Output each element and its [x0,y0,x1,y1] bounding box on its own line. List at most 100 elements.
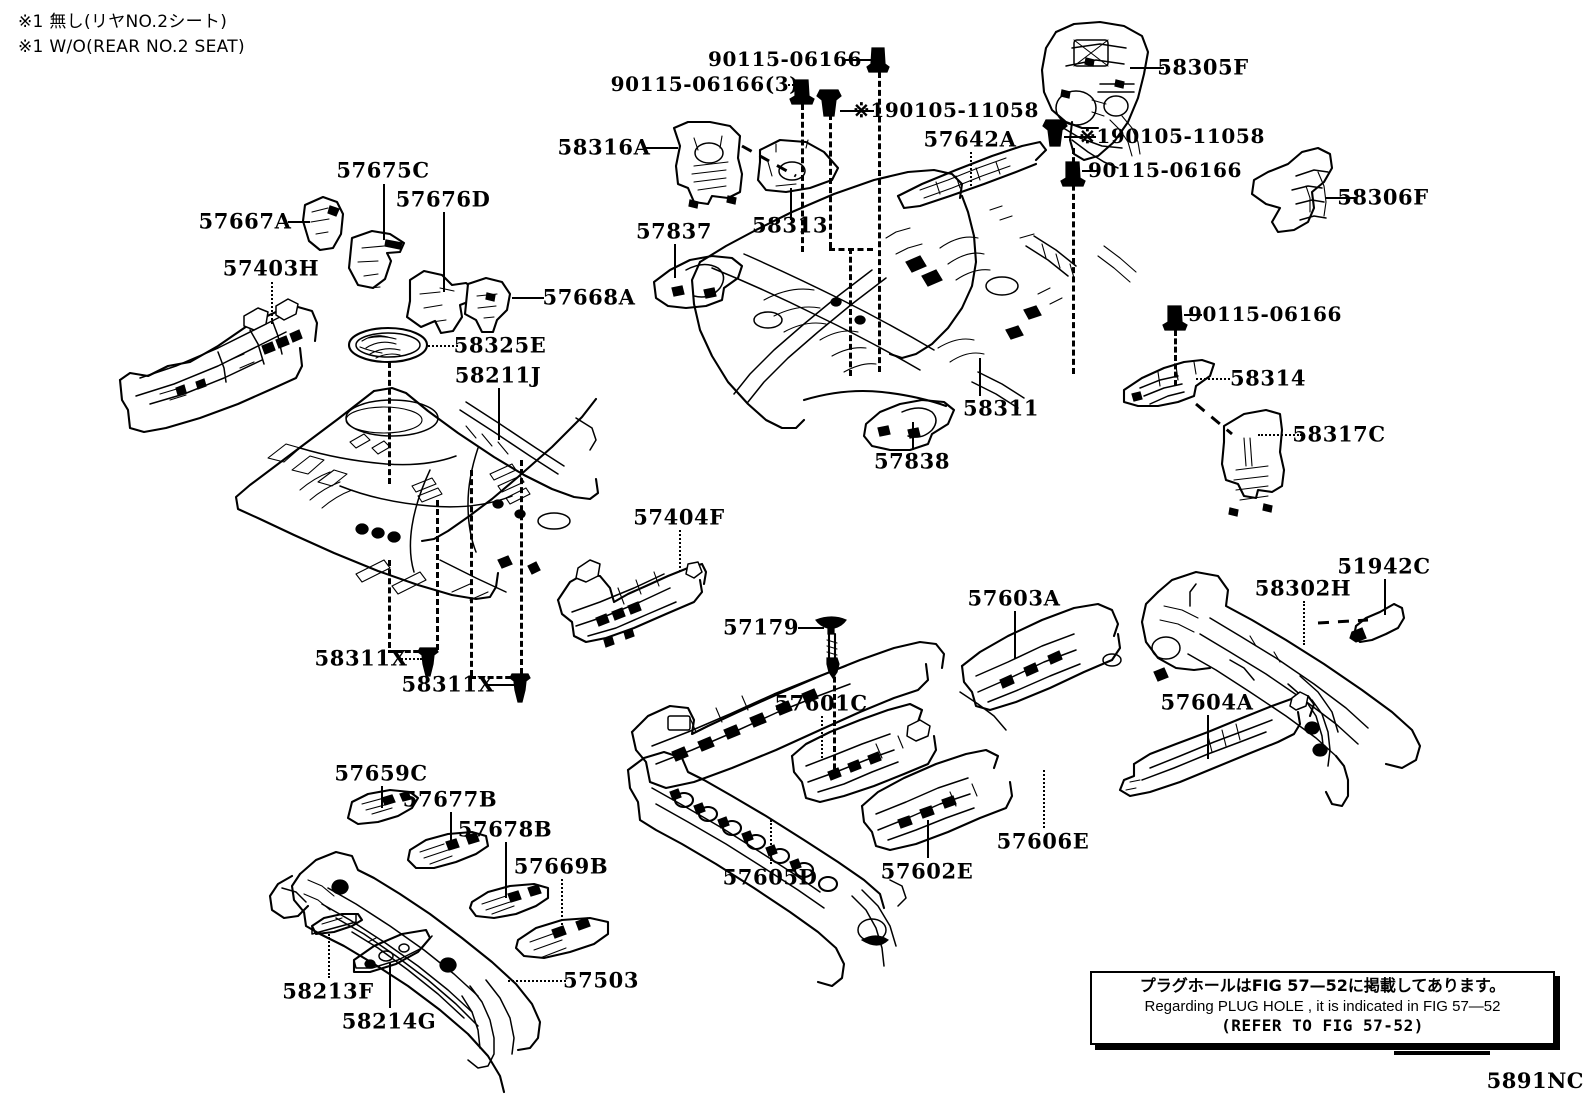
callout-57669B: 57669B [513,853,609,879]
callout-57403H: 57403H [222,255,320,281]
part-58314-shape [1122,358,1216,408]
guide-57601C [833,668,836,778]
callout-58313: 58313 [751,212,829,238]
callout-57838: 57838 [873,448,951,474]
part-57668A-shape [463,276,512,334]
leader-57404F [679,530,681,572]
callout-58317C: 58317C [1292,421,1386,447]
part-57678B-shape [468,882,550,920]
leader-58314 [1196,378,1230,380]
guide-bolt-d [1072,148,1075,374]
callout-90105-11058-b: ※190105-11058 [1079,124,1265,148]
callout-90105-11058-a: ※190105-11058 [853,98,1039,122]
part-51942C-shape [1349,602,1406,644]
leader-90105-a [840,110,874,112]
leader-57503 [508,980,566,982]
guide-58211J-left [436,500,439,650]
leader-57604A [1207,715,1209,759]
callout-58213F: 58213F [282,978,374,1004]
guide-bolt-b [801,104,804,252]
legend-line-en: Regarding PLUG HOLE , it is indicated in… [1144,997,1501,1015]
leader-58213F [328,934,330,978]
callout-57667A: 57667A [198,208,292,234]
leader-57667A [288,221,310,223]
callout-90115-06166-c: 90115-06166 [1087,158,1243,182]
part-57642A-shape [896,140,1048,210]
leader-57675C [383,184,385,240]
leader-57606E [1043,770,1045,828]
guide-bolt-c [829,114,832,248]
part-58214G-shape [352,928,433,974]
part-58313-shape [756,138,840,194]
callout-90115-06166-a: 90115-06166 [707,47,863,71]
bolt-90115-06166-d [1162,305,1188,331]
leader-57403H [271,282,273,324]
callout-57404F: 57404F [633,504,725,530]
leader-58316A [646,147,678,149]
callout-57659C: 57659C [334,760,428,786]
callout-57606E: 57606E [996,828,1090,854]
leader-58302H [1303,601,1305,645]
leader-57603A [1014,611,1016,659]
leader-58211J [498,388,500,440]
part-57602E-shape [860,748,1014,852]
leader-57676D [443,212,445,292]
leader-57601C [821,716,823,758]
leader-57668A [512,297,544,299]
guide-58211J-right [470,470,473,676]
leader-58311X-a [398,658,422,660]
callout-58306F: 58306F [1337,184,1429,210]
leader-57605D [770,820,772,864]
callout-57675C: 57675C [336,157,430,183]
note-line-jp: ※1 無し(リヤNO.2シート) [18,12,228,32]
part-57603A-shape [960,602,1122,712]
callout-51942C: 51942C [1337,553,1431,579]
part-58211J-shape [234,386,600,601]
leader-90105-b [1064,136,1096,138]
leader-58214G [389,962,391,1008]
part-57676D-shape [405,269,478,335]
plug-hole-legend-box: プラグホールはFIG 57—52に掲載してあります。 Regarding PLU… [1090,971,1555,1045]
note-line-en: ※1 W/O(REAR NO.2 SEAT) [18,36,245,57]
callout-58314: 58314 [1229,365,1307,391]
callout-58311: 58311 [962,395,1040,421]
callout-57604A: 57604A [1160,689,1254,715]
callout-58211J: 58211J [454,362,542,388]
part-57667A-shape [301,195,345,252]
guide-58211J-foot-b [470,676,520,679]
callout-58302H: 58302H [1254,575,1352,601]
legend-line-jp: プラグホールはFIG 57—52に掲載してあります。 [1139,976,1506,995]
part-57404F-shape [556,559,708,648]
callout-57603A: 57603A [967,585,1061,611]
part-57837-shape [652,254,744,310]
bolt-90105-11058-a [816,89,842,117]
callout-57602E: 57602E [880,858,974,884]
leader-58317C [1258,434,1302,436]
callout-57668A: 57668A [542,284,636,310]
part-58306F-shape [1250,146,1334,234]
part-58316A-shape [672,120,744,209]
leader-58313 [790,188,792,220]
guide-58325E [388,362,391,484]
part-58311-shape [690,168,1137,430]
leader-57602E [927,820,929,858]
leader-90115-b [784,84,802,86]
leader-57837 [674,244,676,278]
leader-57659C [381,786,383,808]
leader-90115-c [1082,170,1100,172]
callout-57642A: 57642A [923,126,1017,152]
part-57675C-shape [347,229,406,290]
part-57503-shape [268,850,542,1094]
callout-58214G: 58214G [341,1008,437,1034]
diagram-notes: ※1 無し(リヤNO.2シート) ※1 W/O(REAR NO.2 SEAT) [18,10,245,59]
guide-58211J-foot-a [388,650,436,653]
leader-57642A [970,152,972,186]
callout-58311X-a: 58311X [314,645,408,671]
part-58317C-shape [1220,408,1286,517]
leader-90115-a [844,59,874,61]
leader-57838 [912,422,914,450]
callout-90115-06166-d: 90115-06166 [1187,302,1343,326]
guide-bolt-a [878,72,881,372]
